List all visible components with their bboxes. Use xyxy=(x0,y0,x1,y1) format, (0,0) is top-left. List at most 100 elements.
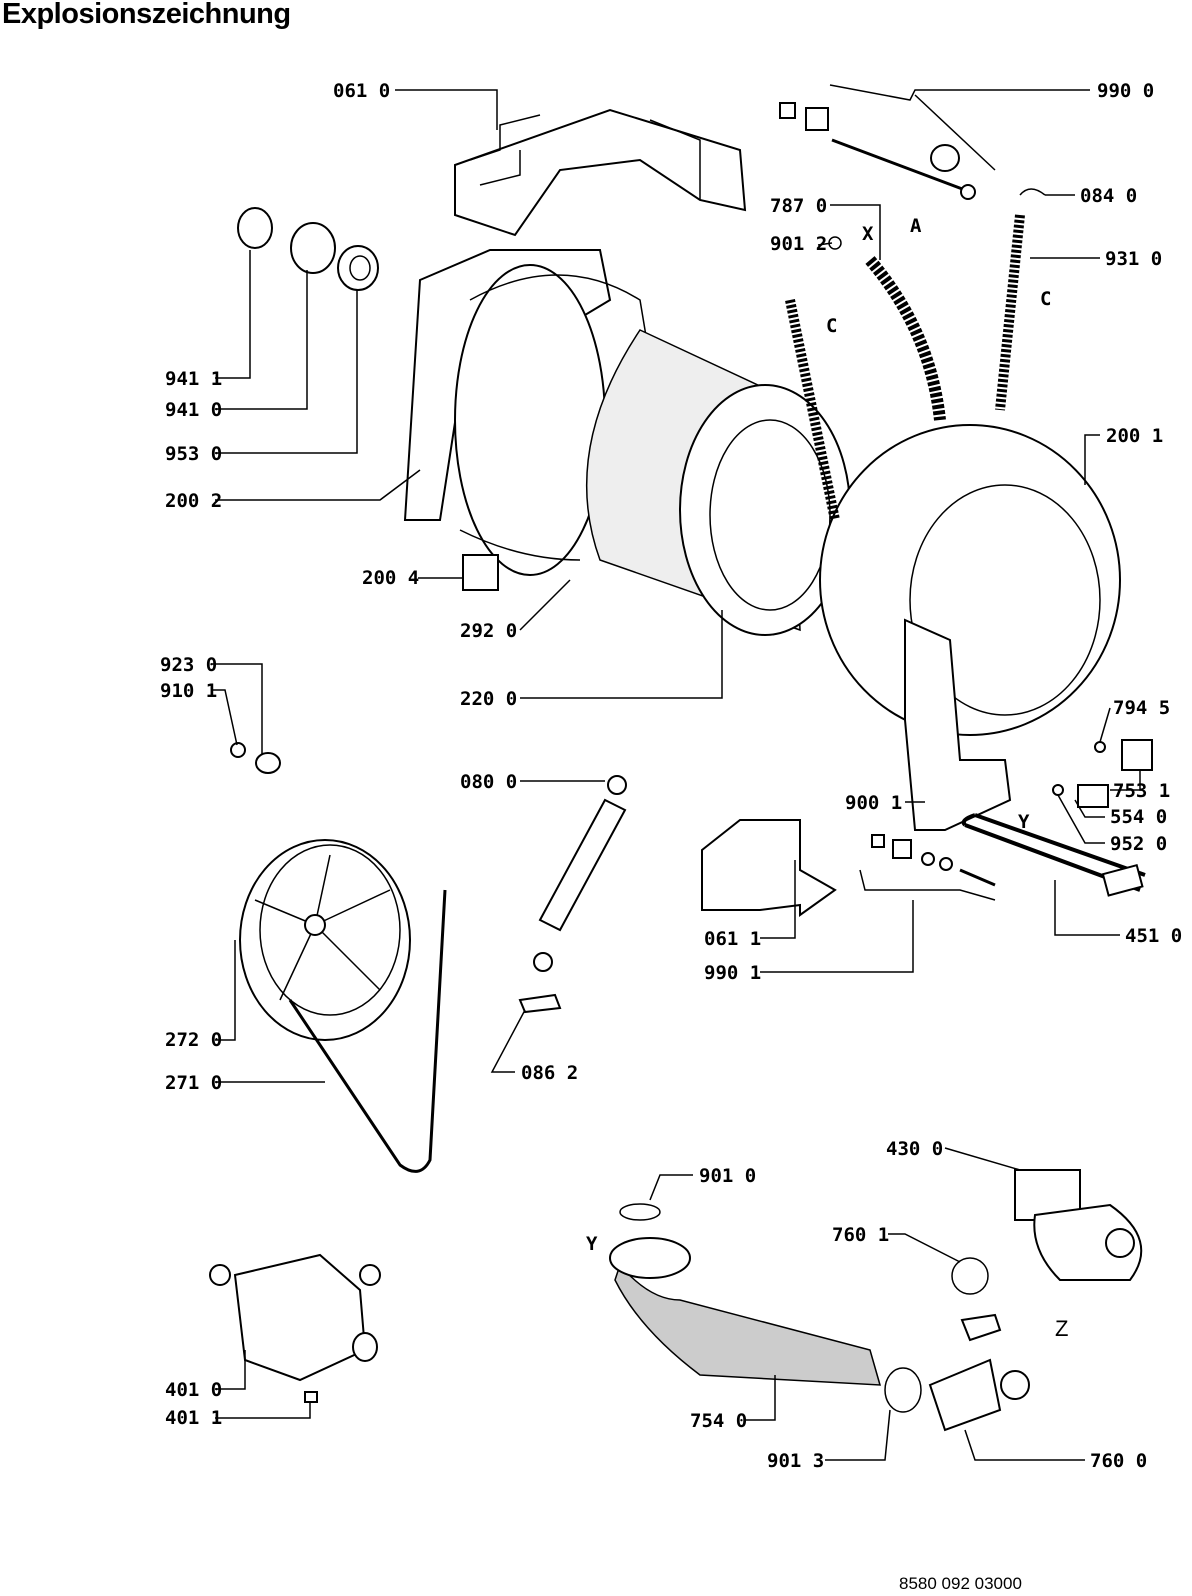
part-label: 080 0 xyxy=(460,771,517,793)
part-label: 754 0 xyxy=(690,1410,747,1432)
leader-line xyxy=(1084,434,1100,485)
part-bearing xyxy=(237,207,273,249)
part-ring-952 xyxy=(1052,784,1064,796)
part-clamp-901-0 xyxy=(619,1203,661,1221)
leader-line xyxy=(914,94,996,171)
part-pump-outlet xyxy=(1105,1228,1135,1258)
part-washer xyxy=(779,102,796,119)
leader-line xyxy=(519,579,571,631)
leader-line xyxy=(944,1147,1021,1171)
leader-line xyxy=(1057,794,1105,844)
part-label: 271 0 xyxy=(165,1072,222,1094)
part-label: 794 5 xyxy=(1113,697,1170,719)
part-nut xyxy=(230,742,246,758)
leader-line xyxy=(1099,707,1111,743)
part-label: 990 1 xyxy=(704,962,761,984)
leader-line xyxy=(825,1409,891,1461)
leader-line xyxy=(745,1375,776,1421)
leader-line xyxy=(649,1174,693,1201)
part-rod-head xyxy=(960,184,976,200)
reference-letter: A xyxy=(910,215,922,237)
part-label: 061 0 xyxy=(333,80,390,102)
part-front-tub-opening xyxy=(909,484,1101,716)
part-ring-794 xyxy=(1094,741,1106,753)
leader-line xyxy=(215,270,308,410)
part-pulley-hub xyxy=(304,914,326,936)
leader-line xyxy=(964,1429,1085,1461)
leader-line xyxy=(520,610,723,699)
part-label: 901 2 xyxy=(770,233,827,255)
leader-line xyxy=(215,290,358,454)
part-tub-shell xyxy=(459,274,661,561)
part-label: 086 2 xyxy=(521,1062,578,1084)
part-label: 990 0 xyxy=(1097,80,1154,102)
part-thermostat-554 xyxy=(1077,784,1109,808)
parts xyxy=(209,102,1153,1432)
part-pulley xyxy=(239,839,411,1041)
part-front-tub-base xyxy=(904,618,1012,831)
leader-line xyxy=(817,242,833,246)
leader-line xyxy=(830,204,881,260)
part-label: 900 1 xyxy=(845,792,902,814)
part-shock-absorber xyxy=(538,798,627,932)
part-label: 953 0 xyxy=(165,443,222,465)
reference-letter: C xyxy=(1040,288,1051,310)
part-belt xyxy=(288,889,447,1173)
leader-line xyxy=(1074,799,1105,818)
leader-line xyxy=(760,900,914,973)
leader-line xyxy=(760,860,796,939)
part-motor-mount xyxy=(359,1264,381,1286)
part-washer xyxy=(892,839,912,859)
part-bolt xyxy=(959,868,996,887)
part-washer-923 xyxy=(255,752,281,774)
part-label: 220 0 xyxy=(460,688,517,710)
part-label: 061 1 xyxy=(704,928,761,950)
part-bearing xyxy=(290,222,336,274)
part-label: 941 0 xyxy=(165,399,222,421)
part-label: 952 0 xyxy=(1110,833,1167,855)
part-spring-right xyxy=(995,214,1025,411)
part-hose-787 xyxy=(865,256,946,421)
part-label: 760 1 xyxy=(832,1224,889,1246)
part-clamp-901-3 xyxy=(884,1367,922,1413)
part-label: 910 1 xyxy=(160,680,217,702)
leader-line xyxy=(215,1350,246,1390)
part-label: 753 1 xyxy=(1113,780,1170,802)
part-washer xyxy=(805,107,829,131)
part-motor-mount xyxy=(209,1264,231,1286)
part-motor-clip xyxy=(304,1391,318,1403)
part-label: 200 2 xyxy=(165,490,222,512)
part-seal-inner xyxy=(349,255,371,281)
part-bracket-086 xyxy=(518,993,562,1014)
part-label: 200 1 xyxy=(1106,425,1163,447)
part-washer xyxy=(939,857,953,871)
part-clip xyxy=(462,554,499,591)
part-label: 901 3 xyxy=(767,1450,824,1472)
reference-letter: Y xyxy=(586,1233,598,1255)
part-label: 451 0 xyxy=(1125,925,1182,947)
drawing-number: 8580 092 03000 xyxy=(899,1574,1022,1593)
part-top-cover-steps xyxy=(469,114,701,200)
part-pulley-spokes xyxy=(254,854,391,1001)
reference-letter: Z xyxy=(1055,1316,1068,1341)
leader-line xyxy=(215,250,251,379)
part-label: 901 0 xyxy=(699,1165,756,1187)
part-label: 084 0 xyxy=(1080,185,1137,207)
leader-line xyxy=(395,89,498,130)
part-filter-knob xyxy=(1000,1370,1030,1400)
leader-line xyxy=(888,1233,961,1263)
part-label: 272 0 xyxy=(165,1029,222,1051)
part-heater-flange xyxy=(1101,863,1144,897)
part-filter xyxy=(928,1358,1002,1432)
part-shock-bottom xyxy=(533,952,553,972)
part-disc xyxy=(930,144,960,172)
part-drum-opening xyxy=(709,419,831,611)
part-label: 787 0 xyxy=(770,195,827,217)
page-title: Explosionszeichnung xyxy=(2,0,291,30)
part-label: 941 1 xyxy=(165,368,222,390)
part-hook-084 xyxy=(1019,188,1046,196)
leader-line xyxy=(215,1403,311,1419)
